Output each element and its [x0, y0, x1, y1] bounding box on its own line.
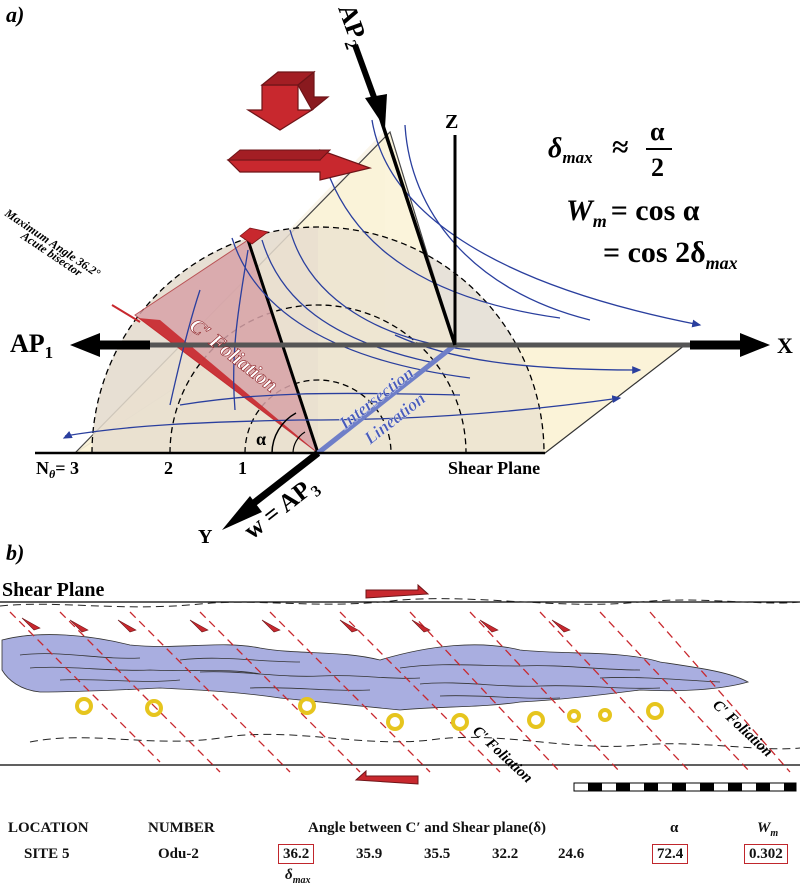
y-axis-label: Y — [198, 526, 213, 548]
panel-a-label: a) — [6, 2, 24, 27]
cell-angle-3: 35.5 — [424, 846, 451, 862]
shear-plane-a-label: Shear Plane — [448, 458, 540, 478]
c-foliation-lines — [9, 611, 791, 773]
header-wm: Wm — [757, 820, 778, 839]
eq1-approx: ≈ — [612, 131, 628, 164]
cell-angle-4: 32.2 — [492, 846, 519, 862]
alpha-arc — [271, 412, 297, 454]
max-angle-text: Maximum Angle 36.2° — [1, 205, 103, 280]
cell-number: Odu-2 — [158, 846, 199, 862]
alpha-label: α — [256, 429, 266, 449]
ap2-arrow-head — [365, 94, 387, 128]
upper-dashed-boundary — [0, 598, 800, 608]
header-number: NUMBER — [148, 820, 215, 836]
table-header-row: LOCATION NUMBER Angle between C′ and She… — [0, 820, 800, 842]
delta-max-letter: δ — [285, 867, 293, 883]
tick-1-label: 1 — [238, 458, 247, 478]
rotation-icon — [386, 713, 404, 731]
compression-arrow-icon — [245, 70, 330, 131]
eq1-lhs: δmax — [548, 133, 593, 167]
header-alpha: α — [670, 820, 679, 836]
z-axis-label: Z — [445, 111, 458, 133]
ap1-arrow-head — [70, 333, 100, 357]
x-arrow-head — [740, 333, 770, 357]
eq2-line2: = cos 2δmax — [603, 236, 738, 273]
rotation-icon — [646, 702, 664, 720]
c-foliation-b-label-2: C′ Foliation — [709, 697, 775, 760]
rotation-icon — [527, 711, 545, 729]
table-row: SITE 5 Odu-2 36.2 35.9 35.5 32.2 24.6 72… — [0, 844, 800, 868]
rock-body — [1, 634, 750, 711]
ap2-label: AP2 — [329, 0, 375, 52]
eq2-line1: Wm= cos α — [566, 194, 700, 231]
rotation-icon — [75, 697, 93, 715]
y-arrow-head — [222, 496, 262, 530]
panel-a: a) AP1 X Z AP2 w = AP3 Y δmax ≈ α 2 Wm= … — [1, 0, 793, 548]
rotation-icon — [567, 709, 581, 723]
arc-2 — [169, 304, 467, 454]
alpha-arc-2 — [292, 431, 306, 454]
rotation-icon — [451, 713, 469, 731]
shear-arrow-icon — [226, 149, 373, 181]
header-wm-letter: W — [757, 820, 771, 836]
c-foliation-b-label-1: C′ Foliation — [469, 723, 535, 786]
rotation-icon — [145, 699, 163, 717]
rotation-icon — [598, 708, 612, 722]
panel-b: b) — [0, 540, 800, 792]
delta-max-sub: max — [292, 875, 311, 886]
rotation-icon — [298, 697, 316, 715]
rotation-icons — [75, 697, 664, 731]
ap1-label: AP1 — [10, 329, 53, 362]
c-foliation-tip — [239, 227, 269, 245]
top-shear-arrow-icon — [365, 583, 430, 599]
cell-angle-1: 36.2 — [278, 844, 315, 864]
cell-angle-5: 24.6 — [558, 846, 585, 862]
bottom-shear-arrow-icon — [354, 769, 419, 785]
intersection-lineation — [316, 343, 457, 455]
x-axis-label: X — [777, 333, 793, 358]
delta-max-label: δmax — [285, 867, 310, 886]
eq1-numerator: α — [650, 117, 665, 146]
header-angle: Angle between C′ and Shear plane(δ) — [308, 820, 546, 836]
scale-bar — [573, 782, 797, 792]
c-foliation-arrows — [21, 617, 571, 633]
cell-wm: 0.302 — [744, 844, 788, 864]
max-angle-indicator — [111, 304, 141, 323]
ap2-axis-head-line — [352, 43, 378, 102]
tan-sector-right — [318, 227, 544, 453]
header-wm-sub: m — [770, 828, 779, 839]
shear-plane-b-label: Shear Plane — [2, 579, 105, 601]
lower-dashed-boundary — [29, 733, 800, 750]
panel-b-label: b) — [6, 540, 24, 565]
eq1-denominator: 2 — [651, 153, 664, 182]
header-location: LOCATION — [8, 820, 89, 836]
cell-location: SITE 5 — [24, 846, 70, 862]
cell-angle-2: 35.9 — [356, 846, 383, 862]
cell-alpha: 72.4 — [652, 844, 689, 864]
y-axis — [242, 450, 321, 513]
n-theta-label: Nθ= 3 — [36, 458, 79, 481]
tick-2-label: 2 — [164, 458, 173, 478]
delta-max-row: δmax — [0, 867, 800, 889]
